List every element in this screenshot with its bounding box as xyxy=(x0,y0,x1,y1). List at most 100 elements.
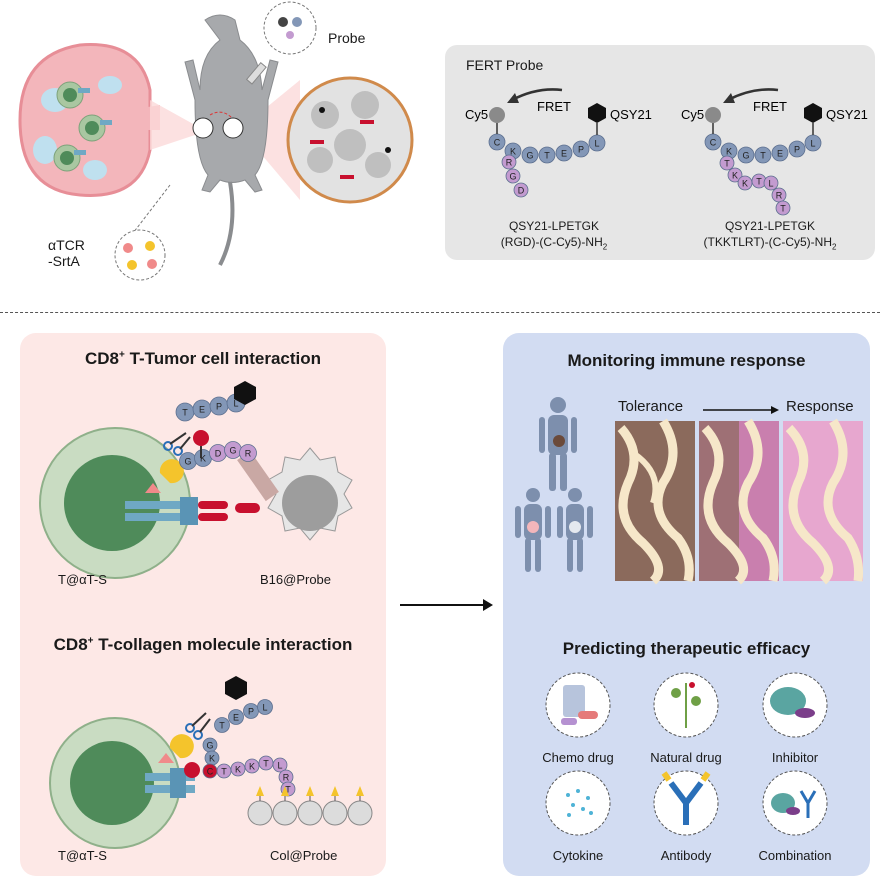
backbone-letter: P xyxy=(578,145,584,155)
peptide2-bottom-letter: R xyxy=(283,773,290,783)
tail-letter: T xyxy=(756,177,762,187)
backbone-bead xyxy=(754,146,772,164)
chemo-drug-icon xyxy=(545,672,611,738)
peptide2-bottom-letter: G xyxy=(206,741,213,751)
natural-drug-label: Natural drug xyxy=(650,750,722,765)
fert-right-caption: QSY21-LPETGK (TKKTLRT)-(C-Cy5)-NH2 xyxy=(680,218,860,255)
tail-letter: K xyxy=(732,171,738,181)
col-probe-label: Col@Probe xyxy=(270,848,338,863)
tcr-receptor-2 xyxy=(145,753,200,798)
backbone-letter: K xyxy=(510,147,516,157)
tumor-cell xyxy=(267,447,353,541)
tail-bead xyxy=(727,167,743,183)
peptide1-bottom-bead xyxy=(239,444,257,462)
backbone-bead xyxy=(521,146,539,164)
scissors-icon xyxy=(163,432,191,456)
peptide1-top-letter: P xyxy=(216,402,222,412)
peptide2-bottom-letter: K xyxy=(209,754,215,764)
backbone-bead xyxy=(737,146,755,164)
peptide1-bottom-letter: R xyxy=(245,449,252,459)
tail-bead xyxy=(501,154,517,170)
peptide2-top-letter: E xyxy=(233,713,239,723)
collagen-site xyxy=(256,786,264,796)
lymph-node xyxy=(18,43,160,197)
tail-letter: D xyxy=(518,186,525,196)
antibody-icon xyxy=(653,770,719,836)
section-divider xyxy=(0,312,880,313)
human-figure-2 xyxy=(515,488,551,572)
peptide1-top-letter: T xyxy=(182,408,188,418)
backbone-letter: E xyxy=(561,149,567,159)
fert-right-caption-line2: (TKKTLRT)-(C-Cy5)-NH2 xyxy=(703,235,837,252)
combination-label: Combination xyxy=(758,848,832,863)
collagen-unit xyxy=(272,800,298,826)
backbone-bead xyxy=(771,144,789,162)
human-figure-1 xyxy=(539,397,577,491)
tumor-inset xyxy=(286,76,414,204)
t-cell-label-2: T@αT-S xyxy=(58,848,107,863)
antibody-label: Antibody xyxy=(660,848,712,863)
srta-label: -SrtA xyxy=(48,253,80,269)
atcr-label: αTCR xyxy=(48,237,85,253)
collagen-site xyxy=(281,786,289,796)
collagen-chain xyxy=(247,786,373,826)
atcr-srta-inset xyxy=(114,184,171,281)
backbone-letter: G xyxy=(742,151,749,161)
peptide1-top-letter: L xyxy=(233,399,238,409)
tail-bead xyxy=(719,155,735,171)
peptide1-top-letter: E xyxy=(199,405,205,415)
srta-enzyme-2 xyxy=(169,734,194,759)
backbone-bead xyxy=(572,140,590,158)
backbone-letter: P xyxy=(794,145,800,155)
t-cell-1 xyxy=(39,427,191,579)
monitoring-title: Monitoring immune response xyxy=(567,351,806,370)
cy5-dye xyxy=(705,107,721,123)
collagen-unit xyxy=(297,800,323,826)
backbone-letter: T xyxy=(760,151,766,161)
mouse xyxy=(184,14,279,266)
peptide2-bottom-letter: T xyxy=(263,759,269,769)
backbone-letter: C xyxy=(494,138,501,148)
predicting-title: Predicting therapeutic efficacy xyxy=(562,639,811,658)
tolerance-label: Tolerance xyxy=(618,398,684,415)
peptide1-bottom-letter: D xyxy=(215,449,222,459)
application-graphics xyxy=(515,397,863,836)
fert-left-caption-line1: QSY21-LPETGK xyxy=(508,219,600,233)
peptide2-bottom-bead xyxy=(272,757,288,773)
tail-letter: T xyxy=(780,204,786,214)
fert-probe-title: FERT Probe xyxy=(466,57,544,73)
cy5-dye xyxy=(489,107,505,123)
peptide2-top-letter: T xyxy=(219,721,225,731)
t-cell-label-1: T@αT-S xyxy=(58,572,107,587)
qsy21-quencher xyxy=(804,103,822,123)
cytokine-icon xyxy=(545,770,611,836)
peptide2-bottom-letter: T xyxy=(285,785,291,795)
peptide2-top-letter: P xyxy=(248,707,254,717)
response-label: Response xyxy=(786,398,854,415)
peptide1-bottom-letter: K xyxy=(200,454,206,464)
peptide2-top-letter: L xyxy=(262,703,267,713)
tail-letter: G xyxy=(509,172,516,182)
backbone-letter: L xyxy=(594,139,599,149)
fert-left-caption-line2: (RGD)-(C-Cy5)-NH2 xyxy=(500,235,608,252)
backbone-letter: E xyxy=(777,149,783,159)
backbone-letter: G xyxy=(526,151,533,161)
peptide2-top-bead xyxy=(214,717,230,733)
tail-letter: T xyxy=(724,159,730,169)
srta-enzyme-1 xyxy=(159,459,184,484)
peptide2-bottom-letter: L xyxy=(277,761,282,771)
mouse-illustration xyxy=(18,1,414,281)
peptide2-top-bead xyxy=(228,709,244,725)
fret-label: FRET xyxy=(753,99,787,114)
cy5-label: Cy5 xyxy=(465,107,488,122)
collagen-site xyxy=(356,786,364,796)
tail-bead xyxy=(775,200,791,216)
backbone-letter: L xyxy=(810,139,815,149)
collagen-site xyxy=(331,786,339,796)
natural-drug-icon xyxy=(653,672,719,738)
chemo-drug-label: Chemo drug xyxy=(542,750,614,765)
